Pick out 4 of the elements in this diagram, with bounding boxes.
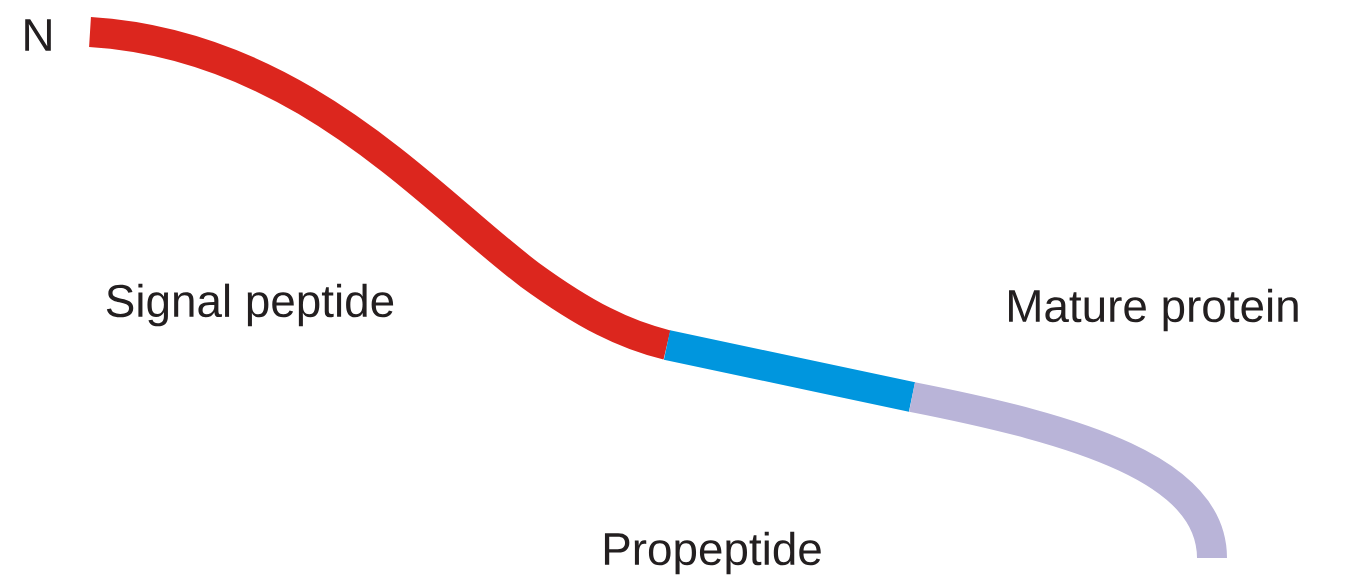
- segment-label: N: [25, 19, 51, 51]
- segment-label: Signal peptide: [106, 283, 394, 327]
- segment-label: Mature protein: [1009, 288, 1298, 332]
- segment-label: Propeptide: [604, 531, 821, 575]
